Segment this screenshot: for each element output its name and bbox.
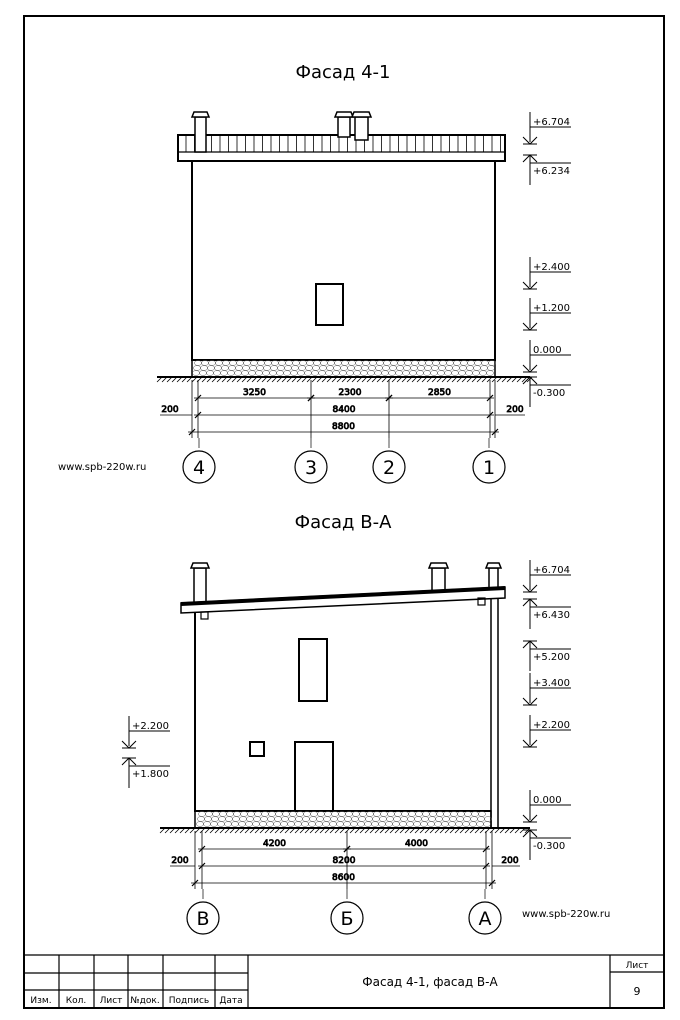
chimney <box>354 116 369 141</box>
chimney-cap <box>427 562 450 569</box>
door <box>294 741 334 812</box>
level-label: +6.430 <box>533 610 570 621</box>
axis-marker <box>372 450 406 484</box>
header-podpis: Подпись <box>169 996 209 1006</box>
axis-label: 4 <box>193 457 205 479</box>
dimension-label: 3250 <box>243 388 266 398</box>
plinth <box>191 359 496 378</box>
axis-label: А <box>479 908 492 930</box>
axis-label: 2 <box>383 457 395 479</box>
level-mark <box>522 298 571 331</box>
dimension-label: 200 <box>161 405 178 415</box>
level-mark <box>522 598 571 629</box>
level-label: +5.200 <box>533 652 570 663</box>
level-mark <box>522 829 571 860</box>
level-label: -0.300 <box>533 841 565 852</box>
axis-marker <box>472 450 506 484</box>
level-label: +2.400 <box>533 262 570 273</box>
chimney-cap <box>333 111 355 118</box>
chimney-cap <box>189 562 211 569</box>
axis-label: Б <box>340 908 353 930</box>
level-label: +1.200 <box>533 303 570 314</box>
axis-label: 1 <box>483 457 495 479</box>
dimension-label: 2850 <box>428 388 451 398</box>
level-mark <box>522 376 571 407</box>
chimney <box>193 567 207 606</box>
level-mark <box>522 673 571 706</box>
chimney <box>337 116 351 138</box>
level-label: +2.200 <box>533 720 570 731</box>
facade2-elevation <box>159 562 531 834</box>
dimension-label: 2300 <box>339 388 362 398</box>
level-mark <box>522 340 571 373</box>
axis-marker <box>294 450 328 484</box>
facade1-elevation <box>156 111 533 383</box>
window <box>315 283 344 326</box>
header-kol: Кол. <box>66 996 87 1006</box>
title-block <box>24 954 664 1008</box>
level-mark <box>522 560 571 593</box>
level-mark <box>522 112 571 145</box>
dimension-label: 8800 <box>332 422 355 432</box>
window-upper <box>298 638 328 702</box>
axis-marker <box>186 901 220 935</box>
wall <box>194 594 493 812</box>
sheet-label: Лист <box>626 961 649 971</box>
dimension-label: 8400 <box>333 405 356 415</box>
sheet-number: 9 <box>634 985 641 998</box>
dimension-label: 4200 <box>263 839 286 849</box>
dimension-label: 200 <box>501 856 518 866</box>
wall <box>191 160 496 361</box>
website-label: www.spb-220w.ru <box>58 462 146 473</box>
header-izm: Изм. <box>30 996 51 1006</box>
chimney <box>194 116 207 153</box>
dimension-label: 8600 <box>332 873 355 883</box>
dimension-label: 200 <box>506 405 523 415</box>
facade2-title: Фасад В-А <box>295 512 392 533</box>
axis-marker <box>330 901 364 935</box>
level-label: -0.300 <box>533 388 565 399</box>
axis-marker <box>468 901 502 935</box>
level-mark <box>522 790 571 823</box>
facade1-title: Фасад 4-1 <box>295 62 390 83</box>
drawing-name: Фасад 4-1, фасад В-А <box>362 975 498 989</box>
dimension-label: 8200 <box>333 856 356 866</box>
level-mark <box>522 640 571 671</box>
sheet-border <box>23 15 665 1009</box>
level-label: 0.000 <box>533 345 562 356</box>
chimney-cap <box>350 111 373 118</box>
level-mark <box>522 154 571 185</box>
level-mark <box>522 257 571 290</box>
dimension-label: 200 <box>171 856 188 866</box>
level-label: +3.400 <box>533 678 570 689</box>
level-label: +2.200 <box>132 721 169 732</box>
chimney-cap <box>190 111 211 118</box>
chimney <box>431 567 446 593</box>
level-label: +6.704 <box>533 565 570 576</box>
level-label: +6.234 <box>533 166 570 177</box>
window-small <box>249 741 265 757</box>
header-data: Дата <box>219 996 242 1006</box>
website-label: www.spb-220w.ru <box>522 909 610 920</box>
wall-edge <box>490 591 499 829</box>
axis-label: В <box>196 908 209 930</box>
header-list: Лист <box>100 996 123 1006</box>
axis-marker <box>182 450 216 484</box>
roof-parapet <box>177 134 506 162</box>
level-label: +6.704 <box>533 117 570 128</box>
level-mark <box>121 757 170 788</box>
axis-label: 3 <box>305 457 317 479</box>
header-ndok: №док. <box>130 996 159 1006</box>
level-label: 0.000 <box>533 795 562 806</box>
dimension-label: 4000 <box>405 839 428 849</box>
level-mark <box>121 716 170 749</box>
chimney-cap <box>484 562 503 569</box>
level-mark <box>522 715 571 748</box>
level-label: +1.800 <box>132 769 169 780</box>
